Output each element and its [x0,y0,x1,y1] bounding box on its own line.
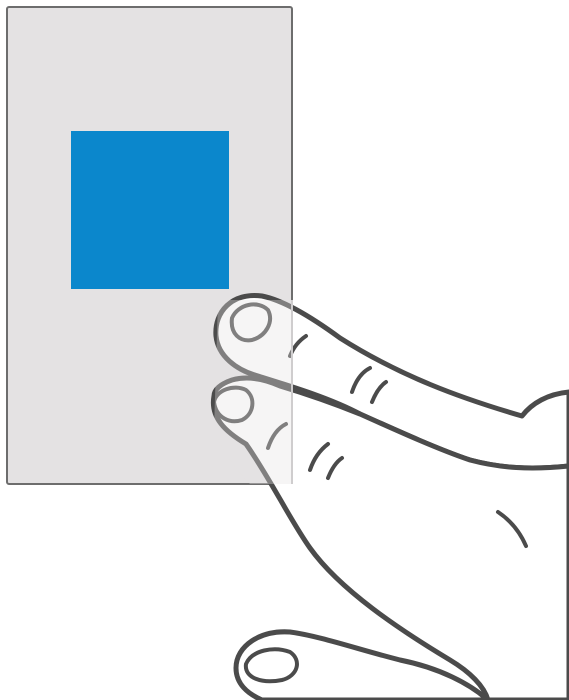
blue-tile-icon [71,131,229,289]
